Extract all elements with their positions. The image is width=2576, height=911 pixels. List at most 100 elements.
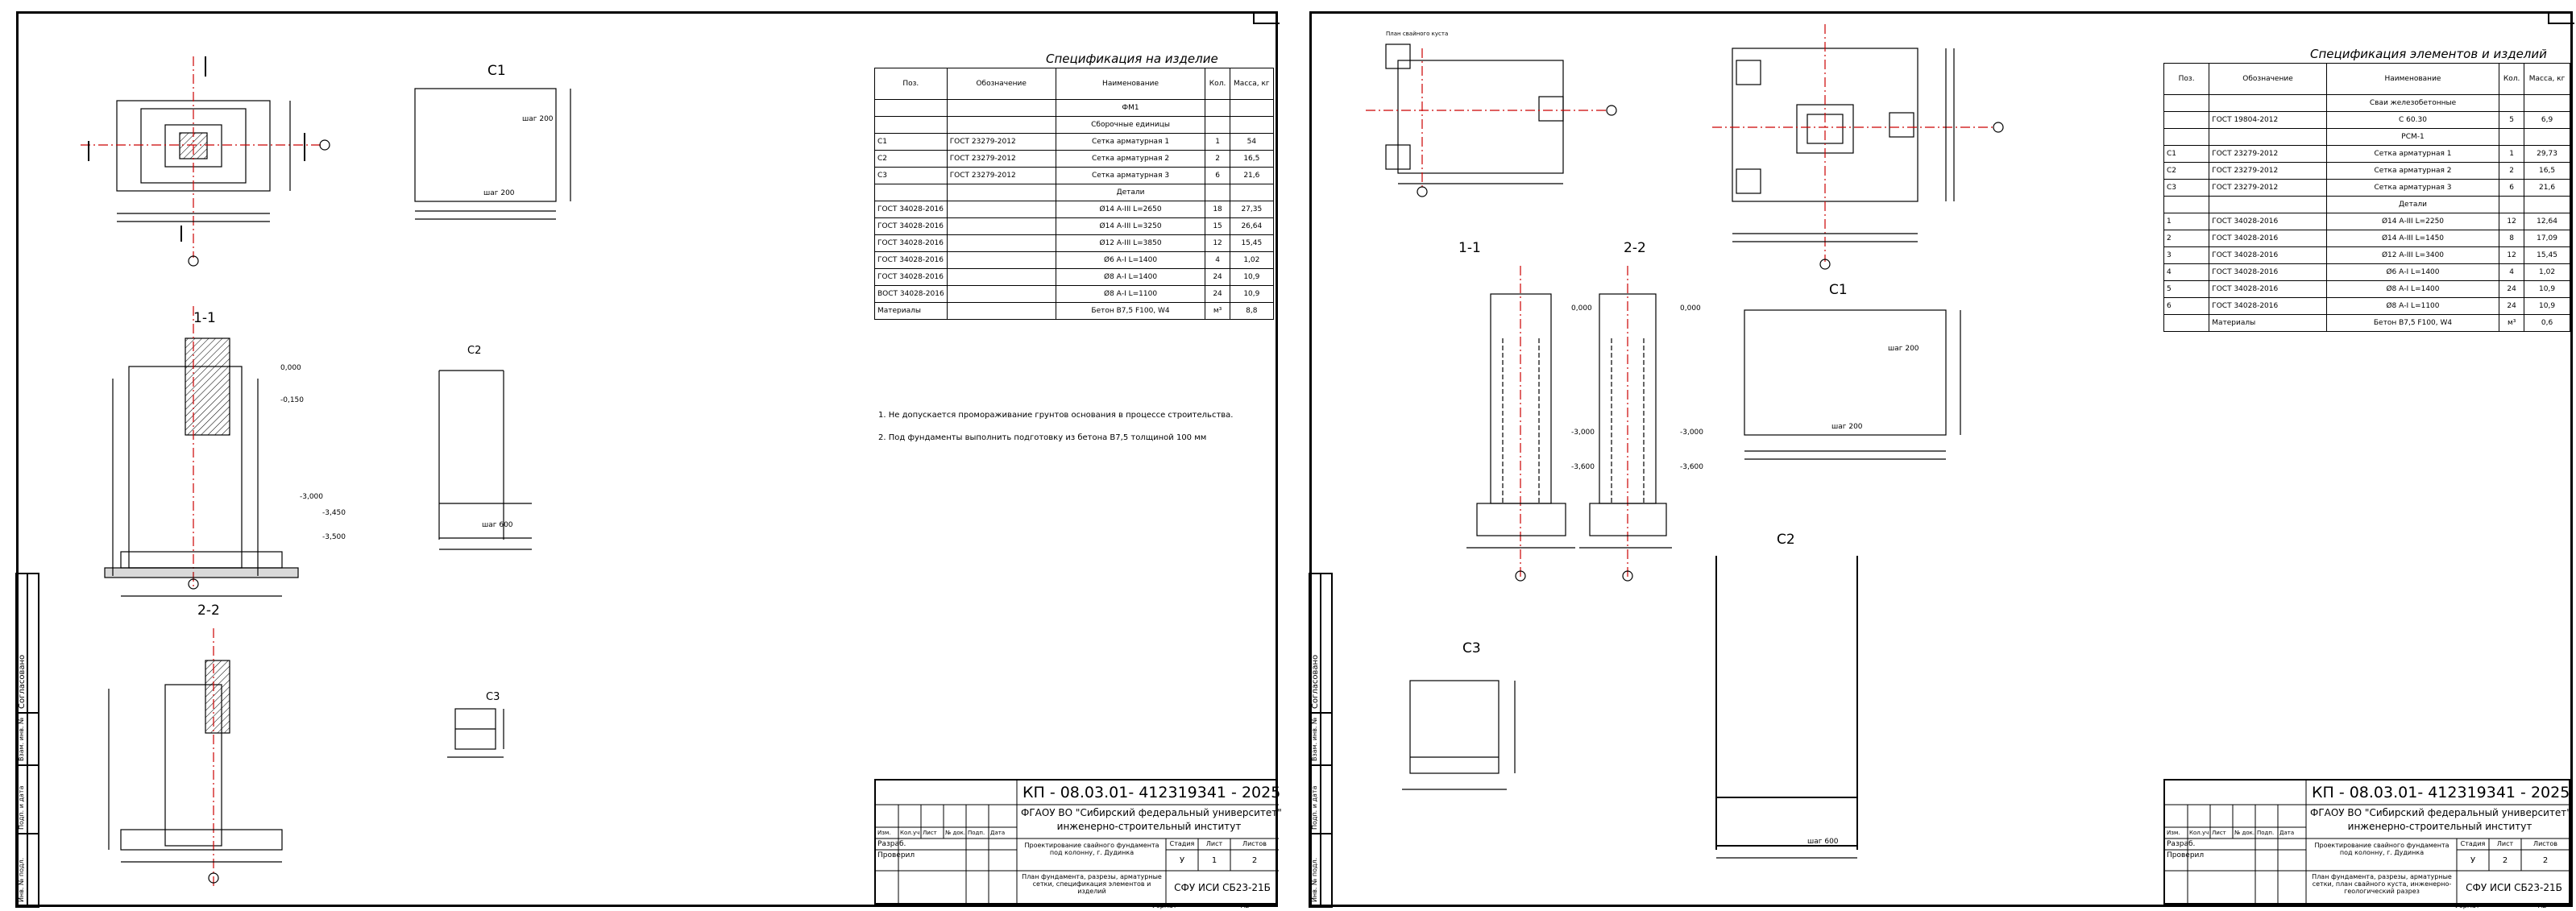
title-block: КП - 08.03.01- 412319341 - 2025 ФГАОУ ВО… xyxy=(2163,779,2572,906)
spec-cell: ГОСТ 34028-2016 xyxy=(874,234,948,252)
spec-cell xyxy=(2209,128,2327,146)
col-mass: Масса, кг xyxy=(1229,68,1275,100)
spec-cell: ГОСТ 34028-2016 xyxy=(2209,263,2327,281)
sheet1-drawing xyxy=(15,56,571,908)
sheet-frame xyxy=(1309,11,2573,907)
pile-plan-label: План свайного куста xyxy=(1386,31,1449,37)
spec-cell: ГОСТ 23279-2012 xyxy=(946,133,1056,151)
sheet-header: Лист xyxy=(2496,840,2514,847)
format-label: Формат xyxy=(1151,902,1177,909)
spec-cell: ГОСТ 34028-2016 xyxy=(2209,297,2327,315)
spec-cell: Ø12 А-III L=3850 xyxy=(1055,234,1206,252)
spec-cell: 2 xyxy=(2499,162,2525,180)
spec-cell: ГОСТ 23279-2012 xyxy=(946,150,1056,168)
spec-cell: 5 xyxy=(2163,280,2210,298)
spec-header-row: Поз. Обозначение Наименование Кол. Масса… xyxy=(2163,63,2570,95)
drawing-sheet-2: План свайного куста 1-1 2-2 С1 С2 С3 шаг… xyxy=(1293,0,2576,911)
drawing-code: КП - 08.03.01- 412319341 - 2025 xyxy=(1023,784,1281,801)
spec-cell xyxy=(2209,94,2327,112)
col-name: Наименование xyxy=(2325,63,2500,95)
level-mark: -3,000 xyxy=(1571,429,1595,437)
mesh-c1-view xyxy=(1744,309,1961,460)
spec-cell: Сетка арматурная 3 xyxy=(2325,179,2500,197)
spec-cell xyxy=(2209,196,2327,213)
col-name: Наименование xyxy=(1055,68,1206,100)
spec-cell: 16,5 xyxy=(2524,162,2570,180)
spec-cell xyxy=(1229,99,1275,117)
spec-cell: 26,64 xyxy=(1229,217,1275,235)
side-approved: Согласовано xyxy=(18,654,27,709)
spec-row: Детали xyxy=(874,184,1275,201)
rev-col: Изм. xyxy=(877,830,891,836)
sheet-col: Лист xyxy=(923,830,937,836)
spec-cell: ГОСТ 23279-2012 xyxy=(946,167,1056,184)
foundation-plan-2 xyxy=(1712,24,2004,270)
spec-cell: 1 xyxy=(1205,133,1230,151)
qty-col: Кол.уч xyxy=(2189,830,2209,836)
spec-row: Сборочные единицы xyxy=(874,116,1275,134)
spec-cell xyxy=(2499,196,2525,213)
spec-cell: 12 xyxy=(2499,213,2525,230)
step-200-callout: шаг 200 xyxy=(483,189,515,197)
section-1-1-label: 1-1 xyxy=(193,310,216,326)
level-mark: 0,000 xyxy=(1571,304,1592,313)
mesh-c3-label: С3 xyxy=(1462,640,1481,656)
spec-cell xyxy=(946,285,1056,303)
section-1-1-label: 1-1 xyxy=(1458,240,1481,256)
project-name: Проектирование свайного фундамента под к… xyxy=(2314,842,2449,856)
spec-cell: ГОСТ 34028-2016 xyxy=(874,251,948,269)
drawing-sheet-1: С1 1-1 2-2 С2 С3 шаг 200 шаг 200 шаг 600… xyxy=(0,0,1282,911)
pile-cluster-plan xyxy=(1366,43,1617,197)
sheet-col: Лист xyxy=(2212,830,2226,836)
side-sign-date: Подп. и дата xyxy=(1311,785,1318,830)
side-strip xyxy=(15,573,39,908)
format-value: А2 xyxy=(1241,902,1250,909)
spec-cell xyxy=(946,302,1056,320)
spec-cell: С1 xyxy=(874,133,948,151)
spec-cell: ГОСТ 34028-2016 xyxy=(2209,213,2327,230)
org-name: ФГАОУ ВО "Сибирский федеральный универси… xyxy=(2310,807,2571,818)
stage-value: У xyxy=(1179,856,1185,865)
spec-cell xyxy=(2163,128,2210,146)
spec-cell: С3 xyxy=(874,167,948,184)
spec-cell: м³ xyxy=(2499,314,2525,332)
org-institute: инженерно-строительный институт xyxy=(1056,821,1242,832)
spec-cell: ГОСТ 23279-2012 xyxy=(2209,145,2327,163)
spec-cell: 10,9 xyxy=(2524,297,2570,315)
spec-cell xyxy=(946,116,1056,134)
spec-row: Сваи железобетонные xyxy=(2163,94,2570,112)
spec-cell xyxy=(1229,116,1275,134)
spec-cell: 24 xyxy=(1205,268,1230,286)
mesh-c2-label: С2 xyxy=(467,345,482,357)
mesh-c3-view xyxy=(1402,680,1516,790)
spec-cell: ВОСТ 34028-2016 xyxy=(874,285,948,303)
section-1-1-view xyxy=(1466,266,1575,582)
spec-cell: Ø8 А-I L=1400 xyxy=(2325,280,2500,298)
spec-table: Поз. Обозначение Наименование Кол. Масса… xyxy=(874,68,1275,320)
spec-cell: 29,73 xyxy=(2524,145,2570,163)
spec-cell: Материалы xyxy=(874,302,948,320)
spec-title: Спецификация элементов и изделий xyxy=(2310,47,2547,61)
spec-cell: 8,8 xyxy=(1229,302,1275,320)
sheets-header: Листов xyxy=(2533,840,2557,847)
spec-cell: 1,02 xyxy=(1229,251,1275,269)
spec-cell xyxy=(2499,128,2525,146)
spec-cell xyxy=(946,201,1056,218)
spec-cell: 15,45 xyxy=(1229,234,1275,252)
sign-col: Подп. xyxy=(2257,830,2275,836)
doc-col: № док. xyxy=(945,830,966,836)
rev-col: Изм. xyxy=(2167,830,2180,836)
spec-cell: 17,09 xyxy=(2524,230,2570,247)
spec-cell: 6 xyxy=(2499,179,2525,197)
spec-cell: 16,5 xyxy=(1229,150,1275,168)
spec-cell xyxy=(1229,184,1275,201)
date-col: Дата xyxy=(2279,830,2295,836)
org-name: ФГАОУ ВО "Сибирский федеральный универси… xyxy=(1021,807,1282,818)
